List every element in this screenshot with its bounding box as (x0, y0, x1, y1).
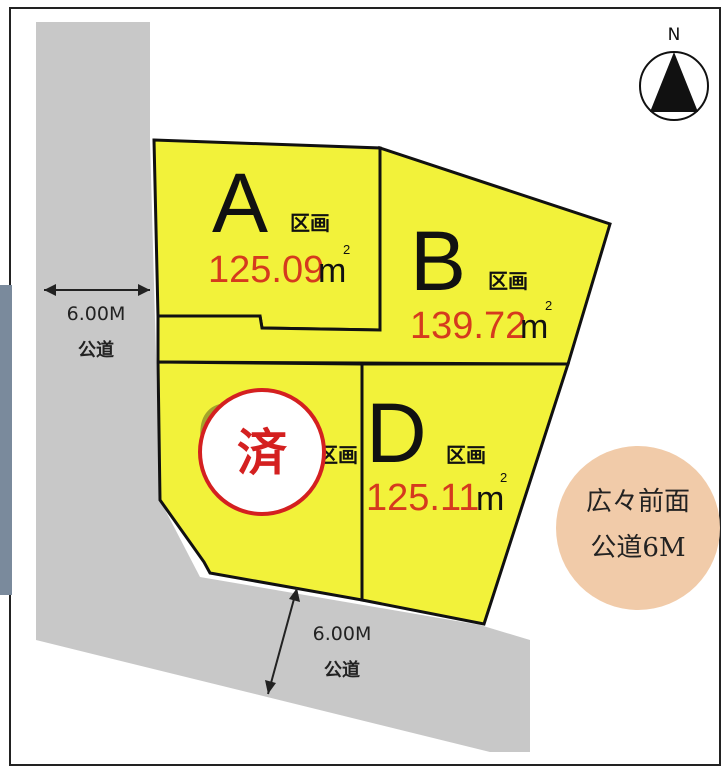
lot-d-area: 125.11 (366, 477, 479, 519)
lot-d-unit: m (476, 480, 504, 518)
lot-a-unit: m (318, 252, 346, 290)
lot-a-area: 125.09 (208, 249, 324, 291)
note-line-1: 広々前面 (586, 487, 690, 517)
lot-a-unit-sup: 2 (343, 242, 350, 257)
lot-b[interactable] (156, 145, 612, 366)
lot-d-kubun: 区画 (446, 443, 486, 467)
sold-ring (198, 388, 326, 516)
lot-b-letter: B (410, 214, 466, 308)
bottom-road-width: 6.00M (313, 623, 372, 645)
arrow-up-icon (289, 588, 300, 602)
arrow-down-icon (265, 680, 276, 694)
north-label: N (668, 25, 681, 45)
left-road-dimension: 6.00M 公道 (44, 284, 150, 361)
lot-b-unit: m (520, 308, 548, 346)
sold-mark: 済 (237, 424, 288, 482)
arrow-right-icon (138, 284, 150, 296)
lot-b-labels: B 区画 139.72 m 2 (410, 214, 552, 347)
lot-a-labels: A 区画 125.09 m 2 (208, 156, 350, 291)
bottom-road-dimension-line (267, 587, 298, 695)
lot-b-unit-sup: 2 (545, 298, 552, 313)
lot-a-kubun: 区画 (290, 211, 330, 235)
lot-d-unit-sup: 2 (500, 470, 507, 485)
arrow-left-icon (44, 284, 56, 296)
sold-stamp: 済 (198, 388, 326, 516)
photo-edge (0, 285, 12, 595)
lot-d[interactable] (360, 362, 571, 626)
north-arrow-icon: N (639, 25, 709, 121)
lot-a-letter: A (212, 156, 268, 250)
left-road-name: 公道 (78, 339, 114, 361)
bottom-road-dimension: 6.00M 公道 (265, 587, 372, 695)
lot-d-labels: D 区画 125.11 m 2 (366, 386, 507, 519)
note-line-2: 公道6M (590, 533, 685, 563)
lot-d-letter: D (366, 386, 427, 480)
front-road-note: 広々前面 公道6M (556, 446, 720, 610)
bottom-road-name: 公道 (324, 659, 360, 681)
north-triangle (650, 52, 698, 112)
note-badge (556, 446, 720, 610)
lot-b-kubun: 区画 (488, 269, 528, 293)
lot-b-area: 139.72 (410, 305, 526, 347)
road-area (36, 22, 530, 752)
left-road-width: 6.00M (67, 303, 126, 325)
